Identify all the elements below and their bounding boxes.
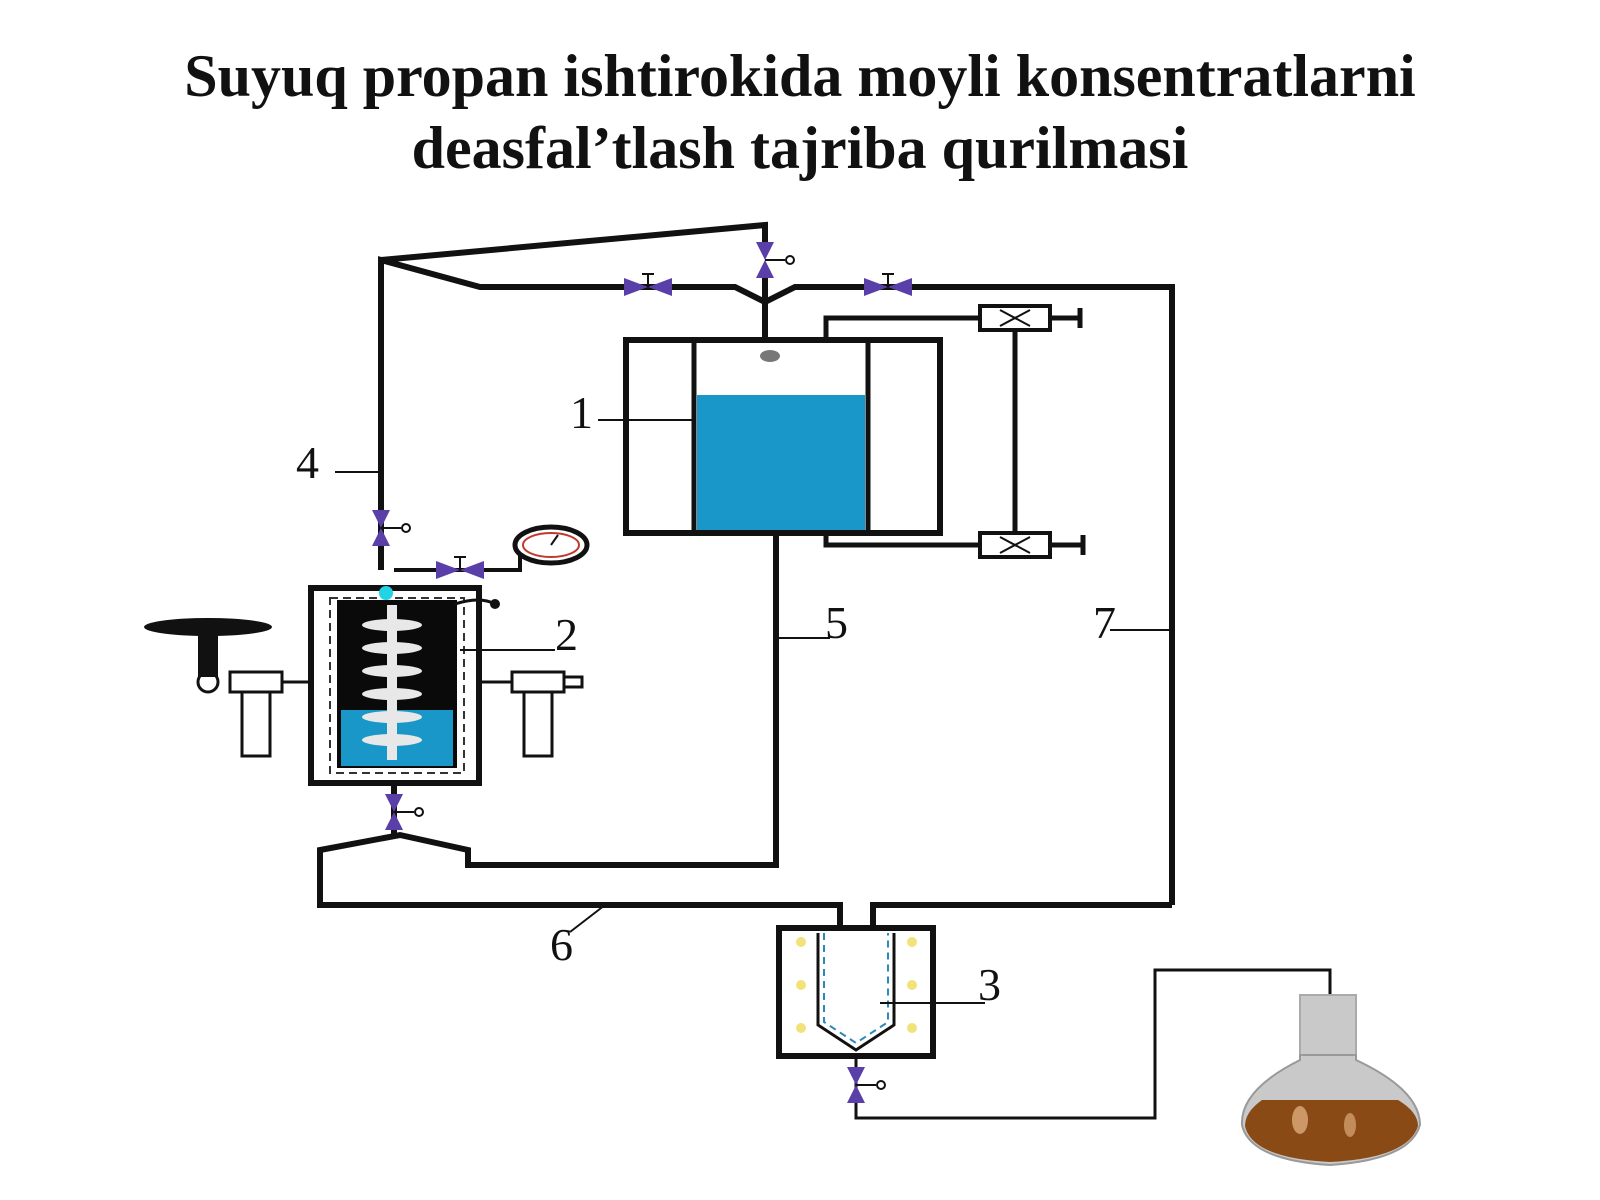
stirrer-icon [362,605,422,760]
valve-icon [623,273,673,297]
pressure-gauge-icon [512,524,590,566]
valve-icon [371,509,411,547]
valve-icon [435,556,485,580]
pipe-line-7 [870,902,1172,925]
flask-icon [1240,994,1422,1167]
cooling-fitting-top [978,304,1052,332]
pipe-line-4 [378,256,600,570]
pipe-line-5 [317,533,843,925]
label-1: 1 [570,387,593,438]
vessel-1-propane-tank [623,337,943,536]
label-3: 3 [978,959,1001,1010]
valve-icon [863,273,913,297]
label-5: 5 [825,597,848,648]
outlet-line [854,968,1332,1120]
label-4: 4 [296,437,319,488]
label-2: 2 [555,609,578,660]
label-7: 7 [1093,597,1116,648]
diagram-title: Suyuq propan ishtirokida moyli konsentra… [0,40,1600,184]
valve-icon [384,793,424,831]
reactor-2-extractor [308,585,500,786]
cooling-fitting-bottom [978,531,1052,559]
heater-left [196,670,311,758]
flask-liquid [1245,1100,1418,1162]
heater-right [479,670,584,758]
title-line-1: Suyuq propan ishtirokida moyli konsentra… [184,43,1416,109]
vessel-1-liquid [697,395,865,530]
separator-3-evaporator [776,925,936,1059]
leader-lines [335,419,1172,1004]
pipe-top-roof [380,221,768,263]
valve-icon [846,1066,886,1104]
cooling-loop [823,308,1086,555]
title-line-2: deasfal’tlash tajriba qurilmasi [411,115,1189,181]
label-6: 6 [550,919,573,970]
pipe-top-horizontal [600,284,1175,905]
motor-handle [144,618,272,677]
valve-icon [755,241,795,279]
